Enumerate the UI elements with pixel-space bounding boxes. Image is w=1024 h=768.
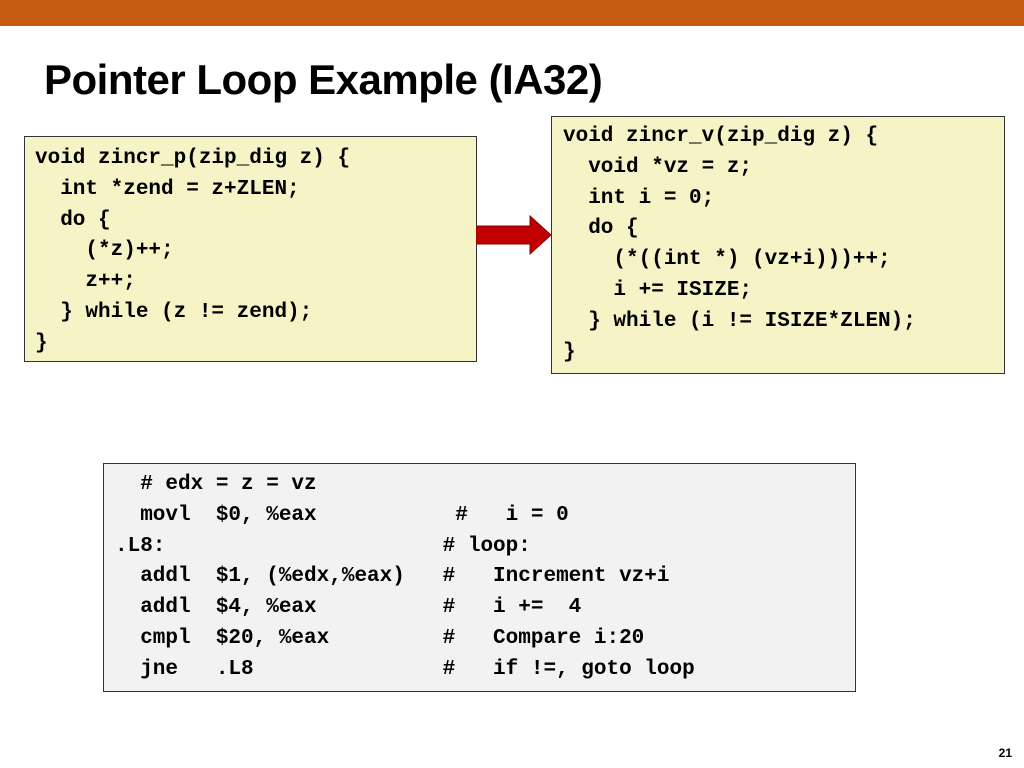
right-arrow-icon — [476, 214, 552, 256]
code-line: void *vz = z; — [563, 155, 753, 179]
asm-line: addl $4, %eax # i += 4 — [115, 596, 582, 620]
code-line: (*((int *) (vz+i)))++; — [563, 248, 891, 272]
code-line: } — [35, 331, 48, 355]
code-line: } — [563, 340, 576, 364]
code-line: int i = 0; — [563, 186, 715, 210]
code-line: do { — [563, 217, 639, 241]
asm-line: addl $1, (%edx,%eax) # Increment vz+i — [115, 565, 670, 589]
code-line: void zincr_p(zip_dig z) { — [35, 147, 351, 170]
code-line: do { — [35, 208, 111, 232]
code-line: i += ISIZE; — [563, 278, 753, 302]
asm-line: cmpl $20, %eax # Compare i:20 — [115, 626, 645, 650]
asm-line: .L8: # loop: — [115, 534, 531, 558]
code-line: int *zend = z+ZLEN; — [35, 177, 300, 201]
assembly-code-box: # edx = z = vz movl $0, %eax # i = 0 .L8:… — [103, 463, 856, 692]
code-line: } while (z != zend); — [35, 300, 313, 324]
asm-line: movl $0, %eax # i = 0 — [115, 503, 569, 527]
code-line: z++; — [35, 270, 136, 294]
top-accent-bar — [0, 0, 1024, 26]
code-line: } while (i != ISIZE*ZLEN); — [563, 309, 916, 333]
page-number: 21 — [998, 746, 1012, 760]
slide-title: Pointer Loop Example (IA32) — [44, 56, 603, 103]
code-line: void zincr_v(zip_dig z) { — [563, 125, 879, 148]
code-box-zincr-v: void zincr_v(zip_dig z) { void *vz = z; … — [551, 116, 1005, 374]
asm-line: # edx = z = vz — [115, 473, 317, 496]
asm-line: jne .L8 # if !=, goto loop — [115, 657, 695, 681]
code-box-zincr-p: void zincr_p(zip_dig z) { int *zend = z+… — [24, 136, 477, 362]
code-line: (*z)++; — [35, 239, 174, 263]
